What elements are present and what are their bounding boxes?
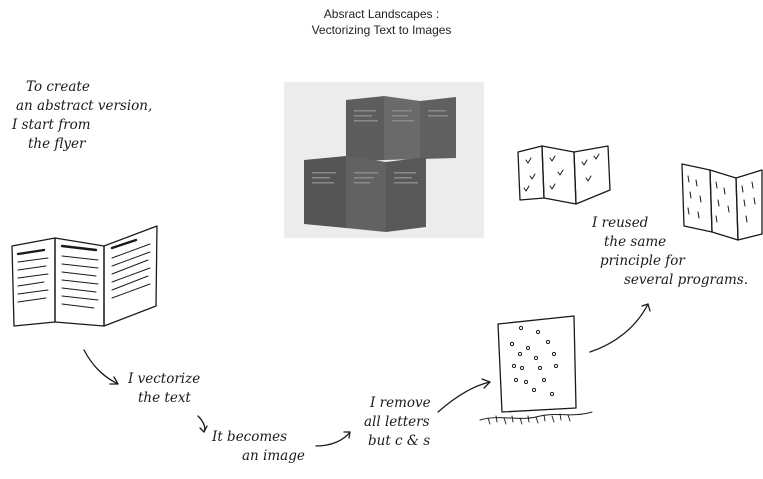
folded-sketch-a: [518, 146, 610, 204]
note-reused: I reused the same principle for several …: [592, 214, 748, 290]
flyer-sketch: [12, 226, 157, 326]
note-becomes-line-2: an image: [212, 447, 305, 466]
note-start: To create an abstract version, I start f…: [12, 78, 152, 154]
arrow-1: [84, 350, 118, 384]
note-reused-line-2: the same: [592, 233, 748, 252]
arrow-4: [438, 382, 490, 412]
note-becomes-line-1: It becomes: [212, 428, 305, 447]
note-start-line-1: To create: [12, 78, 152, 97]
note-becomes: It becomes an image: [212, 428, 305, 466]
arrow-5: [590, 304, 648, 352]
note-start-line-3: I start from: [12, 116, 152, 135]
note-remove-line-2: all letters: [364, 413, 431, 432]
note-vectorize: I vectorize the text: [128, 370, 200, 408]
arrow-3: [316, 432, 350, 446]
note-remove-line-1: I remove: [364, 394, 431, 413]
note-start-line-4: the flyer: [12, 135, 152, 154]
note-reused-line-3: principle for: [592, 252, 748, 271]
panel-sketch: [480, 316, 592, 424]
note-start-line-2: an abstract version,: [12, 97, 152, 116]
note-remove-line-3: but c & s: [364, 432, 431, 451]
note-vectorize-line-2: the text: [128, 389, 200, 408]
note-reused-line-1: I reused: [592, 214, 748, 233]
note-reused-line-4: several programs.: [592, 271, 748, 290]
note-remove: I remove all letters but c & s: [364, 394, 431, 451]
note-vectorize-line-1: I vectorize: [128, 370, 200, 389]
